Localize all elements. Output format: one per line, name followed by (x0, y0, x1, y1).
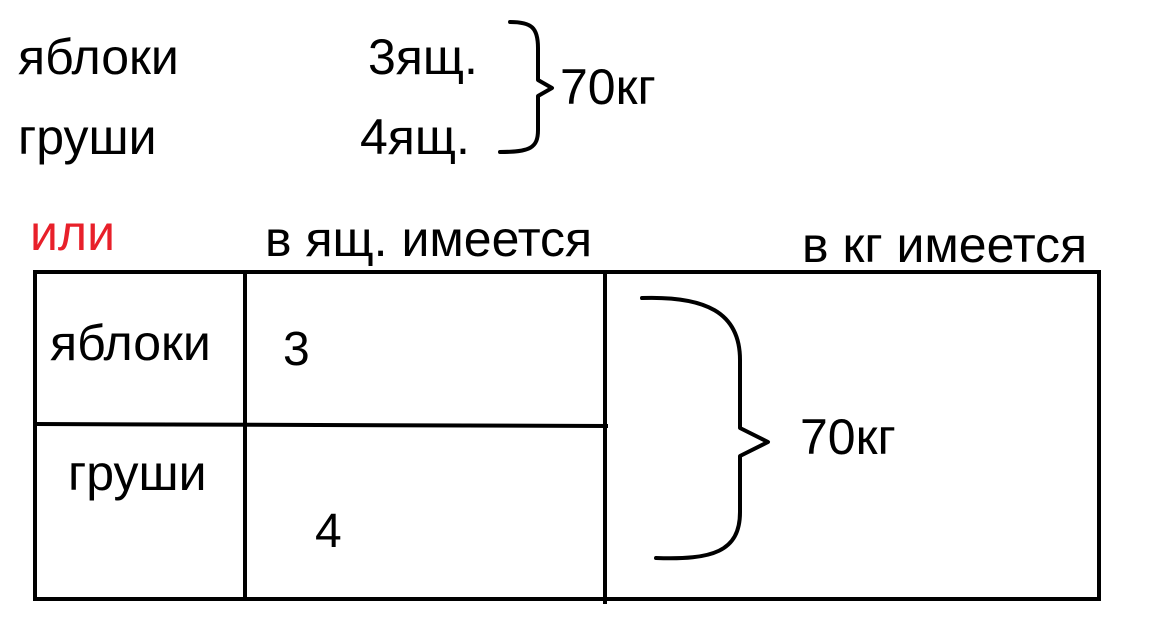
top-total-weight: 70кг (560, 59, 656, 115)
top-brace (498, 20, 554, 154)
header-kg: в кг имеется (802, 217, 1088, 273)
table-total-weight: 70кг (800, 409, 896, 465)
top-item-pears: груши (18, 109, 157, 165)
table-brace (640, 295, 770, 561)
row-pears-label: груши (68, 445, 207, 501)
alt-label: или (30, 205, 116, 261)
header-boxes: в ящ. имеется (265, 211, 593, 267)
row-pears-value: 4 (315, 505, 342, 558)
top-qty-apples: 3ящ. (368, 29, 478, 85)
row-apples-label: яблоки (50, 315, 211, 371)
table-divider-h (34, 422, 609, 428)
row-apples-value: 3 (283, 323, 310, 376)
top-qty-pears: 4ящ. (360, 109, 470, 165)
top-item-apples: яблоки (18, 29, 179, 85)
table-border (33, 270, 1101, 601)
